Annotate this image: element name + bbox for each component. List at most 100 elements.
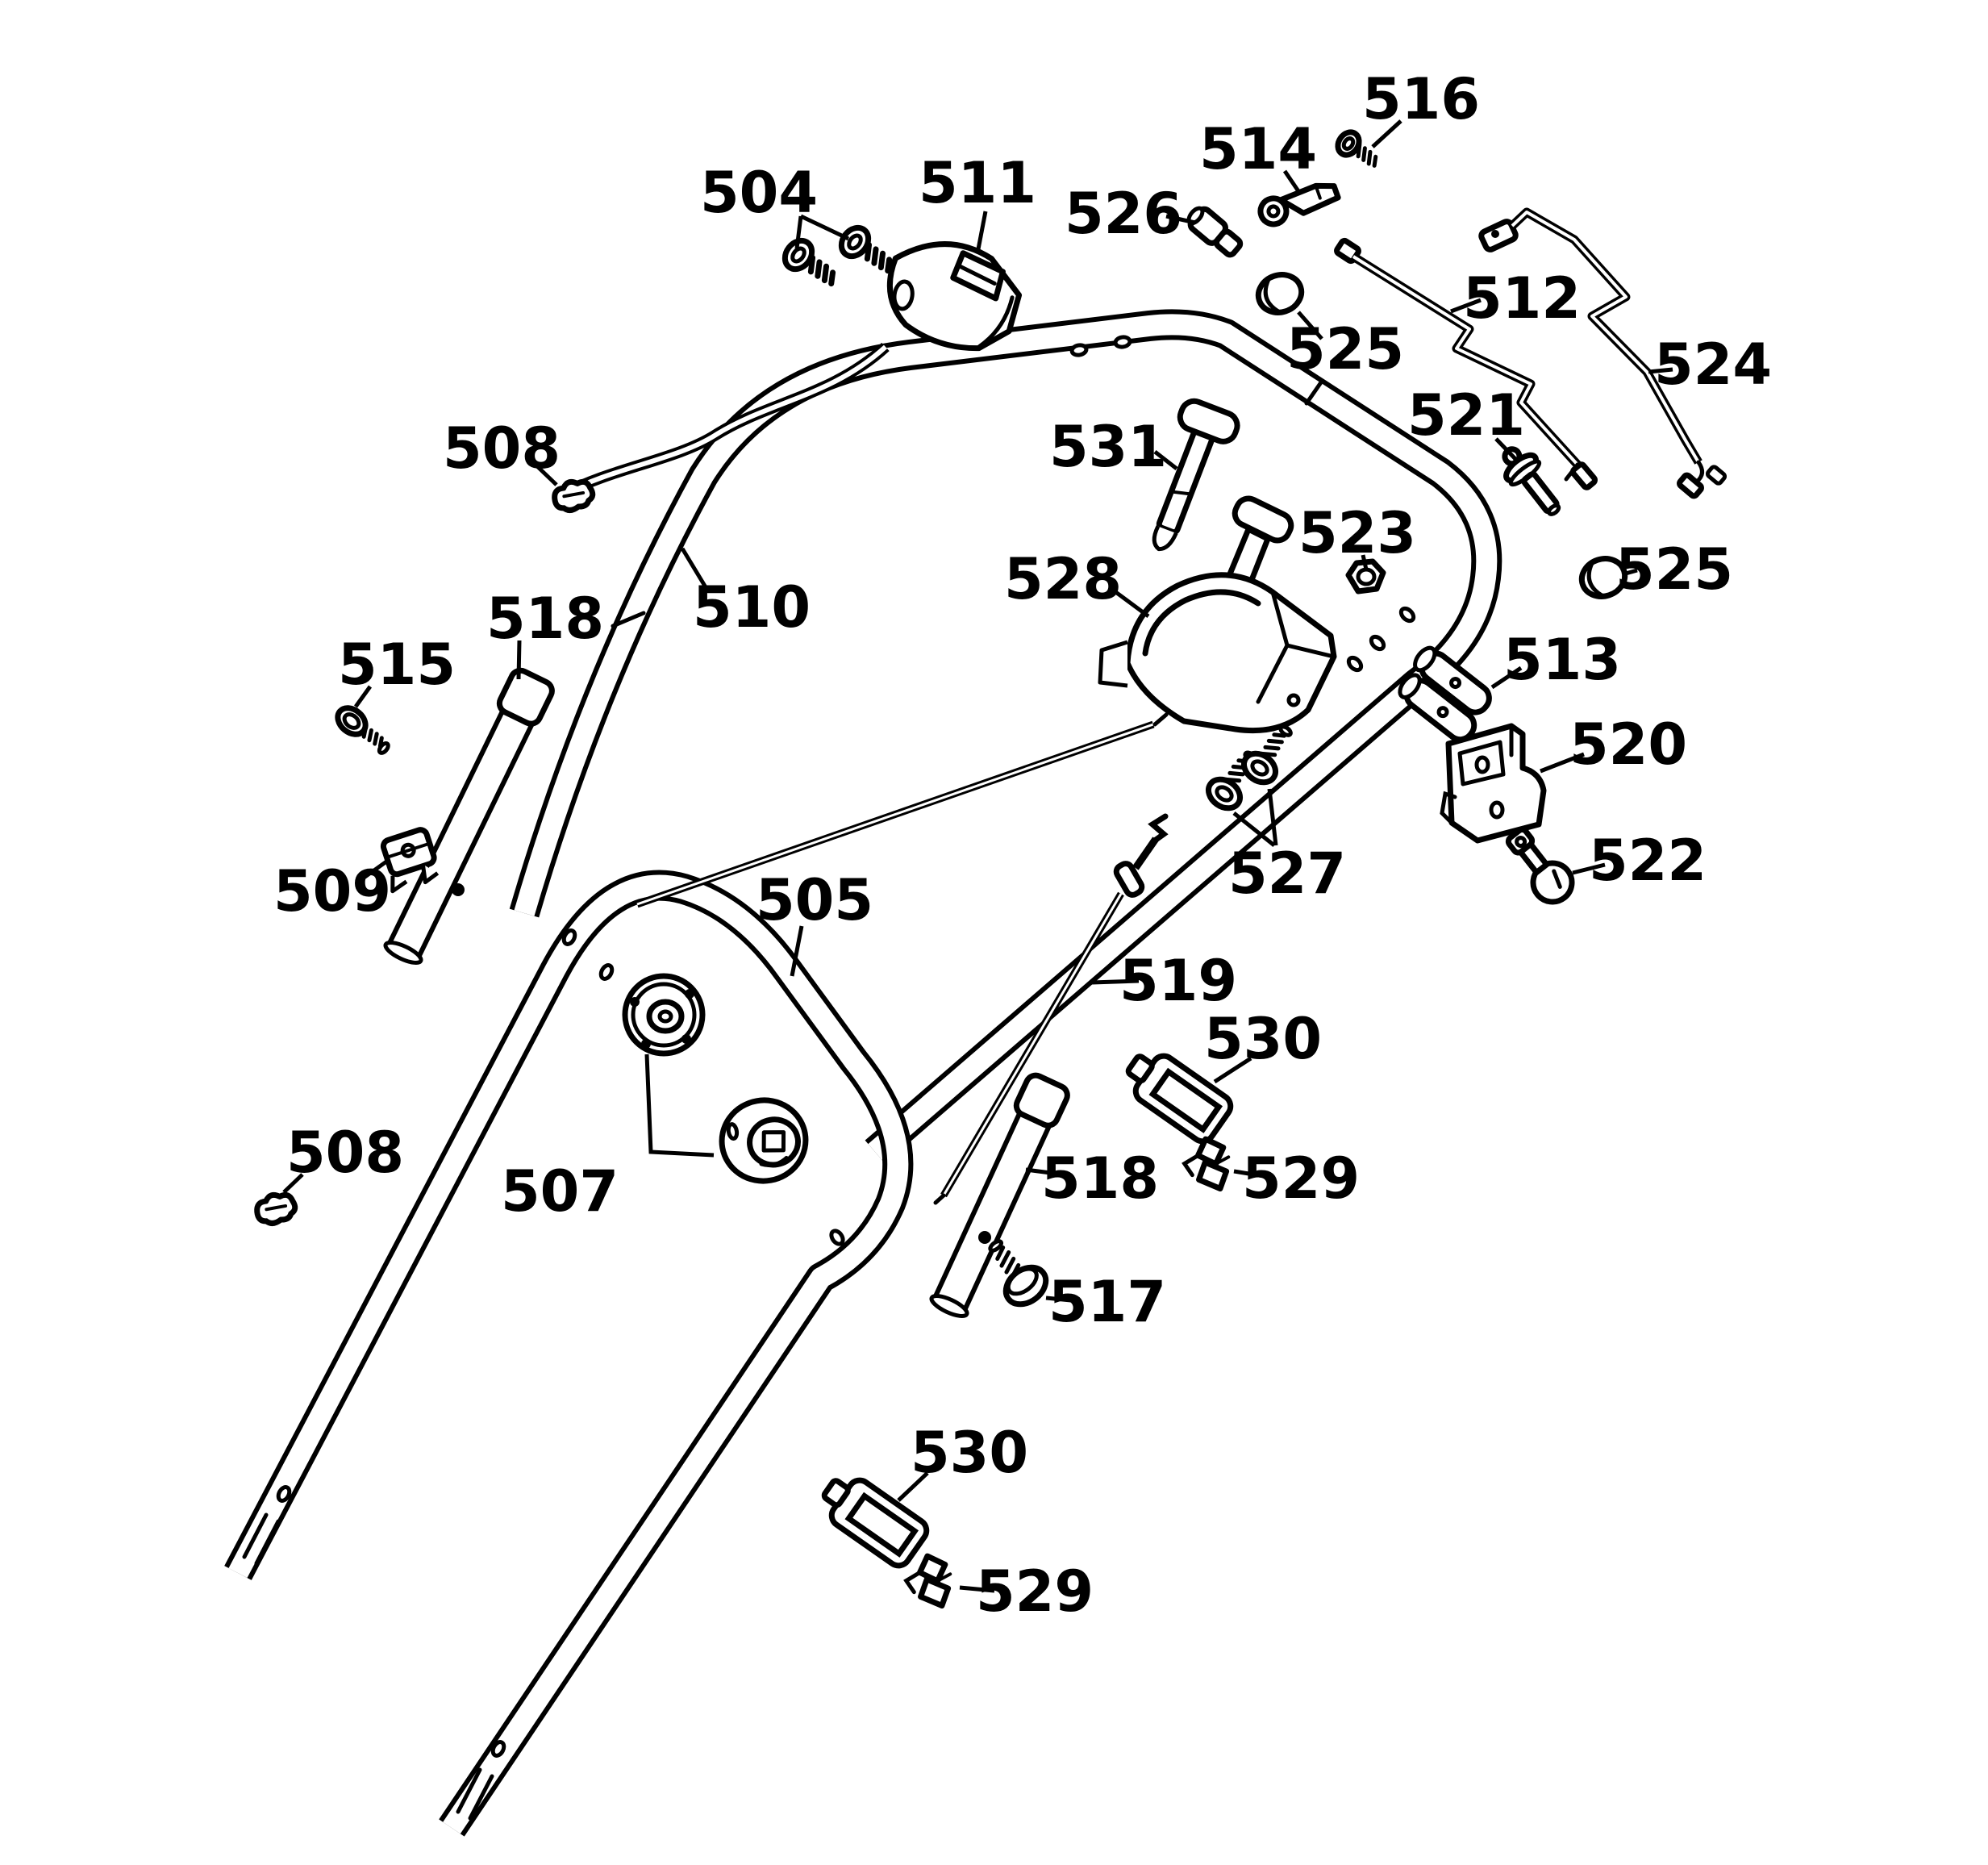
spacer-526 xyxy=(1186,206,1244,258)
part-label-519: 519 xyxy=(1119,948,1237,1014)
part-label-521: 521 xyxy=(1407,382,1525,449)
leader-line-525-top xyxy=(1297,311,1323,340)
cable-clip-529-bottom xyxy=(903,1553,952,1609)
screw-504-b xyxy=(838,224,893,274)
grip-dot xyxy=(978,1231,991,1244)
rivet-hole xyxy=(1398,606,1416,624)
plug-cap-525-right xyxy=(1578,556,1628,599)
part-label-526: 526 xyxy=(1065,181,1182,247)
lever-tip xyxy=(1152,525,1178,552)
switch-housing-511 xyxy=(886,241,1023,352)
wire-clip-508-top xyxy=(552,478,596,513)
part-label-508-top: 508 xyxy=(443,415,561,482)
mount-hole xyxy=(490,1740,506,1758)
grip-open-end xyxy=(383,941,423,965)
leader-line-528 xyxy=(1110,586,1150,619)
wire-clip-508-bottom xyxy=(254,1191,298,1226)
screw-504-a xyxy=(781,237,836,287)
screw-516 xyxy=(1335,129,1378,168)
handle-hub-507-upper xyxy=(622,973,706,1057)
leader-line-530-bottom xyxy=(897,1471,929,1502)
part-label-530-bottom: 530 xyxy=(911,1420,1028,1486)
leader-line-520 xyxy=(1540,752,1585,774)
part-label-509: 509 xyxy=(273,858,391,924)
throttle-body xyxy=(1124,572,1337,734)
handle-hub-507-lower xyxy=(719,1097,809,1184)
part-label-518-top: 518 xyxy=(486,586,604,652)
rivet-hole xyxy=(1069,343,1089,357)
throttle-bracket xyxy=(1098,640,1128,688)
part-label-512: 512 xyxy=(1463,265,1581,332)
handle-clamp-509 xyxy=(380,827,440,894)
tab-hole xyxy=(1491,230,1499,238)
clip-plate-530-right xyxy=(1125,1053,1234,1145)
leader-line-529-bottom xyxy=(959,1585,995,1593)
part-label-529-right: 529 xyxy=(1242,1145,1360,1212)
leader-line-507 xyxy=(644,1053,715,1158)
leader-line-518-bottom xyxy=(1025,1167,1064,1177)
grip-end-cap xyxy=(496,667,555,727)
screw-527-b xyxy=(1241,724,1293,786)
part-label-505: 505 xyxy=(756,867,873,933)
leader-line-531 xyxy=(1153,450,1178,470)
leader-line-513 xyxy=(1490,665,1523,690)
wire-port xyxy=(892,279,915,311)
part-label-523: 523 xyxy=(1298,500,1416,566)
part-label-511: 511 xyxy=(919,150,1036,216)
part-label-527: 527 xyxy=(1228,841,1346,907)
tube-end-slot xyxy=(468,1774,494,1821)
switch-wire-511-lead xyxy=(561,342,890,499)
part-label-530-right: 530 xyxy=(1204,1006,1322,1072)
rivet-hole xyxy=(1346,655,1364,673)
clip-plate-530-bottom xyxy=(821,1477,930,1569)
tube-end-slot xyxy=(242,1512,269,1559)
leader-line-512 xyxy=(1450,298,1482,314)
rivet-hole xyxy=(598,963,615,981)
rod-end-ferrule xyxy=(1677,472,1704,499)
part-label-515: 515 xyxy=(338,632,456,698)
part-label-513: 513 xyxy=(1503,627,1621,693)
nut-523 xyxy=(1345,558,1386,595)
grip-sleeve-518-bottom xyxy=(929,1072,1070,1318)
leader-line-511 xyxy=(975,211,988,254)
leader-line-515 xyxy=(353,685,373,708)
leader-line-524 xyxy=(1648,367,1673,374)
leader-line-504-1 xyxy=(794,215,803,249)
pivot-screw xyxy=(1286,693,1301,707)
leader-line-505 xyxy=(790,925,804,977)
part-label-507: 507 xyxy=(501,1158,619,1225)
knob-bolt-522 xyxy=(1505,827,1575,905)
part-label-525-top: 525 xyxy=(1286,316,1404,382)
throttle-cable-528-lead xyxy=(636,712,1169,908)
leader-line-504-2 xyxy=(799,214,850,241)
mount-bracket-520 xyxy=(1440,723,1547,844)
leader-line-508-bottom xyxy=(282,1173,304,1194)
part-label-508-bottom: 508 xyxy=(286,1120,404,1186)
rivet-hole xyxy=(1113,335,1132,349)
part-label-529-bottom: 529 xyxy=(976,1558,1094,1625)
leader-line-527-2 xyxy=(1267,788,1278,846)
leader-line-526 xyxy=(1165,214,1196,225)
mount-hole xyxy=(276,1485,292,1503)
thumb-screw-517 xyxy=(988,1239,1049,1308)
part-label-510: 510 xyxy=(693,574,811,640)
tube-end-slot xyxy=(456,1767,482,1814)
upper-handle-tube-510 xyxy=(509,309,1502,1164)
plug-cap-525-top xyxy=(1255,272,1305,315)
leader-line-510 xyxy=(680,547,711,593)
part-label-517: 517 xyxy=(1048,1269,1166,1335)
leader-line-516 xyxy=(1371,119,1402,148)
grip-end-cap xyxy=(1013,1072,1070,1129)
lever-grip xyxy=(1177,398,1240,444)
rivet-hole xyxy=(829,1229,845,1246)
cable-barrel xyxy=(1113,861,1145,898)
part-label-520: 520 xyxy=(1569,711,1687,778)
blade-rod-524 xyxy=(1478,207,1728,499)
hex-bolt-515 xyxy=(335,705,390,755)
rod-end-ferrule xyxy=(1705,465,1728,486)
part-label-516: 516 xyxy=(1362,66,1480,132)
cable-clip-529-right xyxy=(1182,1136,1231,1192)
